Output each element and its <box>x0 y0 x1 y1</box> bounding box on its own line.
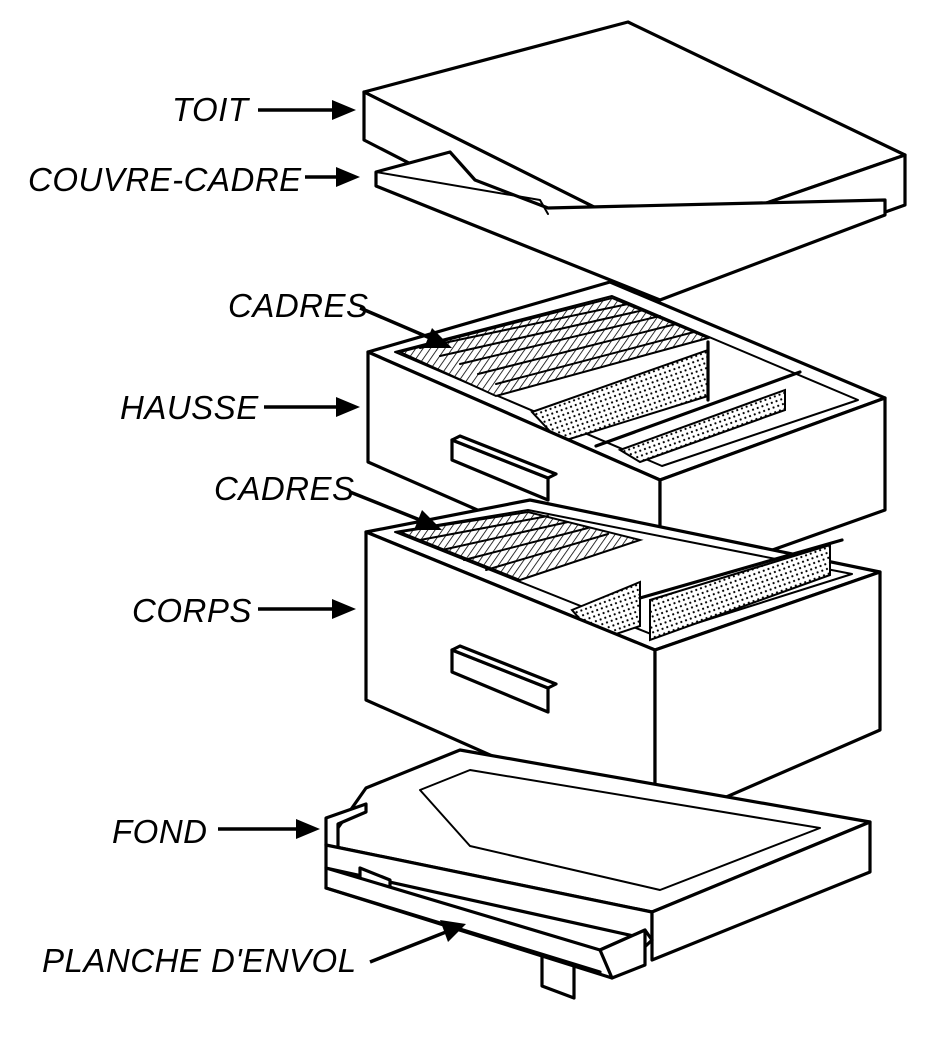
arrowhead-planche-envol <box>440 920 466 942</box>
bottom-board-part <box>324 748 872 1000</box>
label-cadres-bottom: CADRES <box>214 470 355 507</box>
super-box-part <box>366 280 887 592</box>
arrowhead-corps <box>332 599 356 619</box>
label-fond-group: FOND <box>112 813 320 850</box>
arrow-cadres-bottom <box>349 490 421 522</box>
label-couvre-cadre: COUVRE-CADRE <box>28 161 302 198</box>
label-cadres-bottom-group: CADRES <box>214 470 442 530</box>
arrowhead-fond <box>296 819 320 839</box>
label-cadres-top-group: CADRES <box>228 287 452 348</box>
label-toit: TOIT <box>172 91 251 128</box>
landing-board-part <box>324 866 654 980</box>
body-box-part <box>364 498 882 830</box>
arrowhead-couvre-cadre <box>336 167 360 187</box>
inner-cover-part <box>374 150 887 302</box>
label-corps: CORPS <box>132 592 252 629</box>
arrow-cadres-top <box>359 306 431 340</box>
arrowhead-toit <box>332 100 356 120</box>
arrowhead-cadres-bottom <box>414 510 442 530</box>
label-corps-group: CORPS <box>132 592 356 629</box>
label-hausse: HAUSSE <box>120 389 259 426</box>
label-fond: FOND <box>112 813 208 850</box>
label-planche-group: PLANCHE D'ENVOL <box>42 920 466 979</box>
arrowhead-cadres-top <box>424 328 452 348</box>
label-cadres-top: CADRES <box>228 287 369 324</box>
label-hausse-group: HAUSSE <box>120 389 360 426</box>
label-toit-group: TOIT <box>172 91 356 128</box>
label-couvre-cadre-group: COUVRE-CADRE <box>28 161 360 198</box>
arrow-planche-envol <box>369 930 447 964</box>
body-frames <box>396 510 644 582</box>
arrowhead-hausse <box>336 397 360 417</box>
super-frames <box>397 296 712 398</box>
label-planche-envol: PLANCHE D'ENVOL <box>42 942 357 979</box>
